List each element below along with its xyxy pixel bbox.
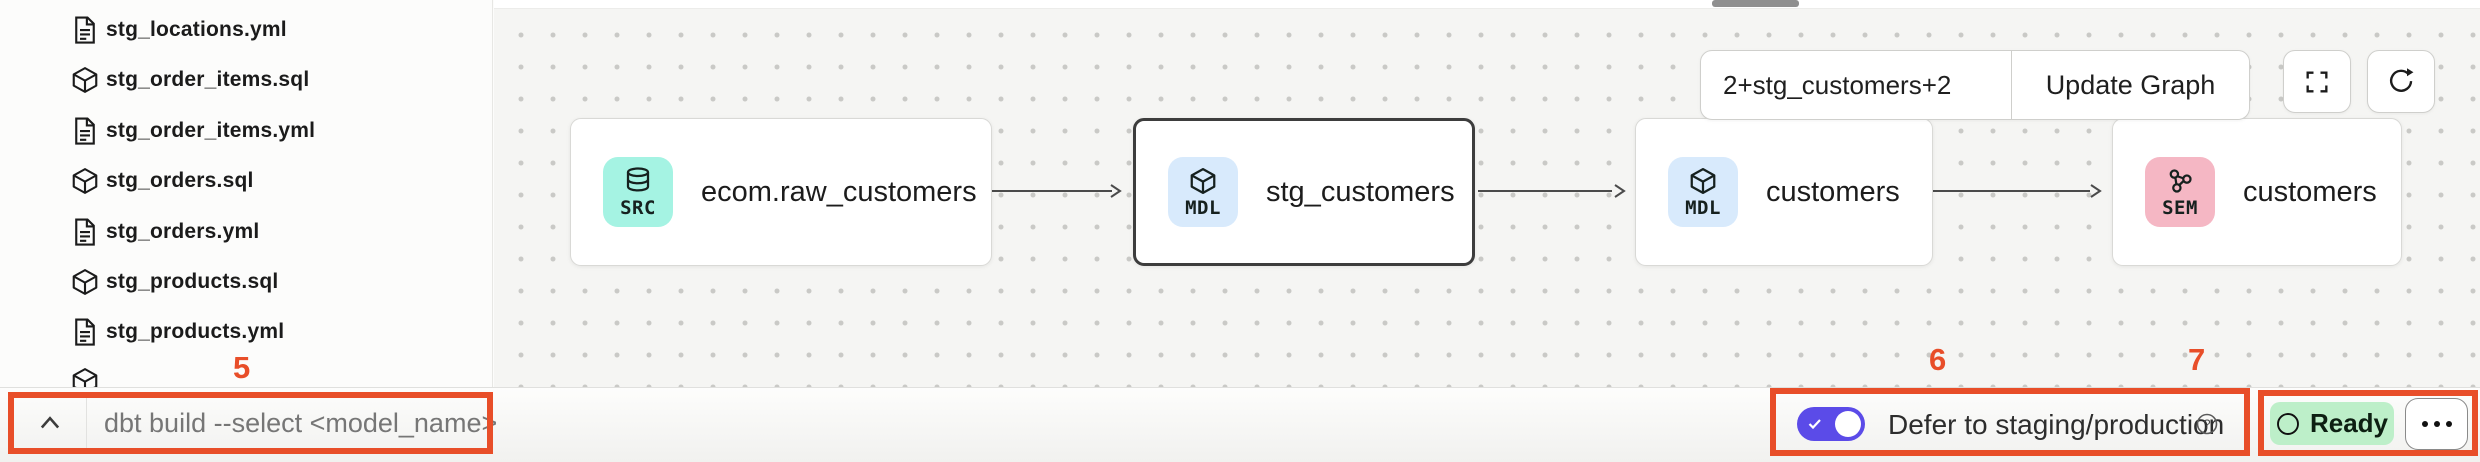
command-bar-divider: [86, 396, 87, 450]
cube-icon: [1190, 167, 1216, 194]
file-row[interactable]: stg_order_items.sql: [0, 59, 492, 101]
selector-divider: [2011, 51, 2012, 119]
file-name: stg_products.yml: [106, 320, 285, 343]
badge-label: SEM: [2162, 196, 2198, 219]
database-icon: [626, 166, 650, 192]
status-text: Ready: [2309, 408, 2389, 438]
more-options-button[interactable]: [2405, 398, 2468, 450]
model-badge: MDL: [1668, 157, 1738, 227]
node-label: ecom.raw_customers: [701, 175, 977, 208]
svg-text:?: ?: [2203, 417, 2210, 432]
graph-selector-box: Update Graph: [1700, 50, 2250, 120]
file-row[interactable]: stg_orders.sql: [0, 160, 492, 202]
node-label: stg_customers: [1266, 175, 1455, 208]
lineage-node-customers-semantic[interactable]: SEM customers: [2112, 118, 2402, 266]
file-name: stg_orders.yml: [106, 220, 260, 243]
fullscreen-icon: [2306, 71, 2328, 92]
file-doc-icon: [70, 116, 100, 146]
model-cube-icon: [70, 267, 100, 297]
defer-toggle[interactable]: [1797, 407, 1865, 441]
horizontal-scrollbar-track: [494, 0, 2480, 9]
edge-src-to-stg: [992, 190, 1112, 192]
file-row[interactable]: stg_orders.yml: [0, 211, 492, 253]
horizontal-scrollbar-thumb[interactable]: [1712, 0, 1799, 7]
file-row[interactable]: stg_products.sql: [0, 261, 492, 303]
refresh-button[interactable]: [2367, 50, 2435, 113]
file-name: stg_products.sql: [106, 270, 279, 293]
lineage-node-customers-model[interactable]: MDL customers: [1635, 118, 1933, 266]
file-name: stg_order_items.yml: [106, 119, 316, 142]
file-doc-icon: [70, 217, 100, 247]
edge-arrowhead-icon: [1614, 184, 1626, 198]
badge-label: MDL: [1185, 196, 1221, 219]
dbt-command-input[interactable]: [104, 396, 504, 450]
file-row[interactable]: stg_locations.yml: [0, 9, 492, 51]
update-graph-button[interactable]: Update Graph: [2012, 51, 2249, 119]
help-icon[interactable]: ?: [2196, 413, 2218, 435]
file-doc-icon: [70, 317, 100, 347]
fullscreen-button[interactable]: [2283, 50, 2351, 113]
lineage-canvas[interactable]: SRC ecom.raw_customers MDL stg_customers…: [494, 0, 2480, 387]
lineage-node-source[interactable]: SRC ecom.raw_customers: [570, 118, 992, 266]
file-name: stg_locations.yml: [106, 18, 287, 41]
file-row[interactable]: stg_order_items.yml: [0, 110, 492, 152]
model-cube-icon: [70, 65, 100, 95]
cube-icon: [1690, 167, 1716, 194]
file-name: stg_order_items.sql: [106, 68, 310, 91]
badge-label: MDL: [1685, 196, 1721, 219]
status-circle-icon: [2277, 412, 2299, 435]
file-doc-icon: [70, 15, 100, 45]
edge-arrowhead-icon: [1110, 184, 1122, 198]
ellipsis-icon: [2421, 421, 2428, 427]
edge-arrowhead-icon: [2090, 184, 2102, 198]
defer-label: Defer to staging/production: [1888, 409, 2225, 440]
expand-command-bar-chevron-up-icon[interactable]: [36, 410, 64, 438]
refresh-icon: [2389, 67, 2414, 92]
edge-mdl-to-sem: [1933, 190, 2090, 192]
graph-selector-input[interactable]: [1701, 51, 2011, 119]
node-label: customers: [2243, 175, 2377, 208]
model-cube-icon: [70, 166, 100, 196]
file-name: stg_orders.sql: [106, 169, 254, 192]
check-icon: [1808, 419, 1821, 430]
model-badge: MDL: [1168, 157, 1238, 227]
model-cube-icon: [70, 366, 100, 387]
semantic-badge: SEM: [2145, 157, 2215, 227]
node-label: customers: [1766, 175, 1900, 208]
source-badge: SRC: [603, 157, 673, 227]
file-row-partial[interactable]: [0, 360, 492, 387]
file-tree-sidebar: stg_locations.yml stg_order_items.sql st…: [0, 0, 493, 387]
edge-stg-to-mdl: [1478, 190, 1612, 192]
badge-label: SRC: [620, 196, 656, 219]
semantic-network-icon: [2169, 168, 2192, 193]
status-badge-ready[interactable]: Ready: [2270, 402, 2394, 445]
lineage-node-stg-customers[interactable]: MDL stg_customers: [1133, 118, 1475, 266]
file-row[interactable]: stg_products.yml: [0, 311, 492, 353]
toggle-knob: [1835, 411, 1861, 437]
